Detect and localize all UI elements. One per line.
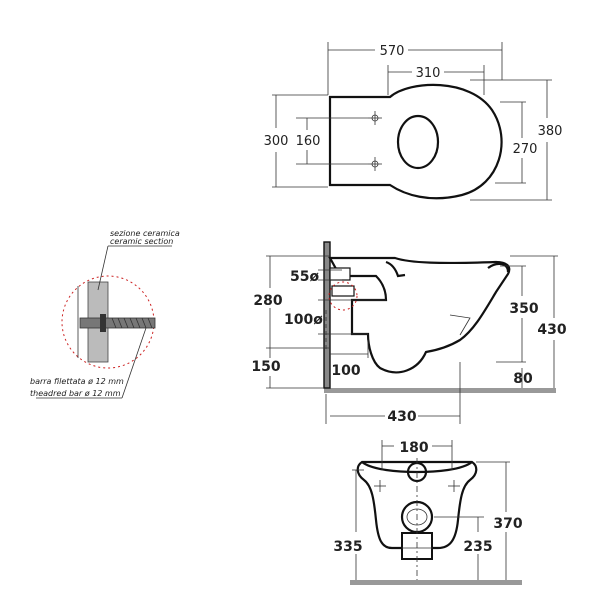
dim-335: 335 (333, 539, 362, 555)
outlet-pipe (331, 285, 355, 297)
fixing-hole-top (368, 111, 382, 125)
side-view: 55ø 280 100ø 150 100 350 430 8 (251, 241, 567, 425)
dim-80: 80 (513, 371, 533, 387)
bar-nut (100, 314, 106, 332)
dim-160: 160 (296, 134, 321, 149)
dim-100-diameter: 100ø (284, 312, 323, 328)
dim-180: 180 (399, 440, 428, 456)
detail-section: sezione ceramica ceramic section barra f… (30, 229, 180, 399)
dim-150: 150 (251, 359, 280, 375)
front-view: 180 335 370 235 (333, 440, 523, 585)
dim-280: 280 (253, 293, 282, 309)
dim-235: 235 (463, 539, 492, 555)
threaded-bar (79, 317, 156, 329)
dim-380: 380 (538, 124, 563, 139)
dim-55: 55ø (290, 269, 319, 285)
dim-430-depth: 430 (387, 409, 416, 425)
dim-370: 370 (493, 516, 522, 532)
dim-430-height: 430 (537, 322, 566, 338)
front-fixing-left (374, 480, 386, 492)
front-floor (350, 580, 522, 585)
dim-100-depth: 100 (331, 363, 360, 379)
dim-570: 570 (380, 44, 405, 59)
top-view-outline (328, 83, 503, 200)
dim-300: 300 (264, 134, 289, 149)
label-ceramic-it: sezione ceramica (110, 229, 180, 238)
label-bar-it: barra filettata ø 12 mm (30, 377, 124, 386)
dim-270: 270 (513, 142, 538, 157)
dim-350: 350 (509, 301, 538, 317)
front-fixing-right (448, 480, 460, 492)
side-detail-circle (328, 281, 358, 311)
dim-310: 310 (416, 66, 441, 81)
top-view: 570 310 300 160 380 270 (264, 42, 563, 201)
fixing-hole-bottom (368, 157, 382, 171)
side-floor (324, 388, 556, 393)
bowl-opening (396, 114, 440, 170)
label-ceramic-en: ceramic section (110, 237, 173, 246)
label-bar-en: theadred bar ø 12 mm (30, 389, 121, 398)
side-view-body (328, 256, 511, 374)
side-wall (323, 241, 331, 389)
